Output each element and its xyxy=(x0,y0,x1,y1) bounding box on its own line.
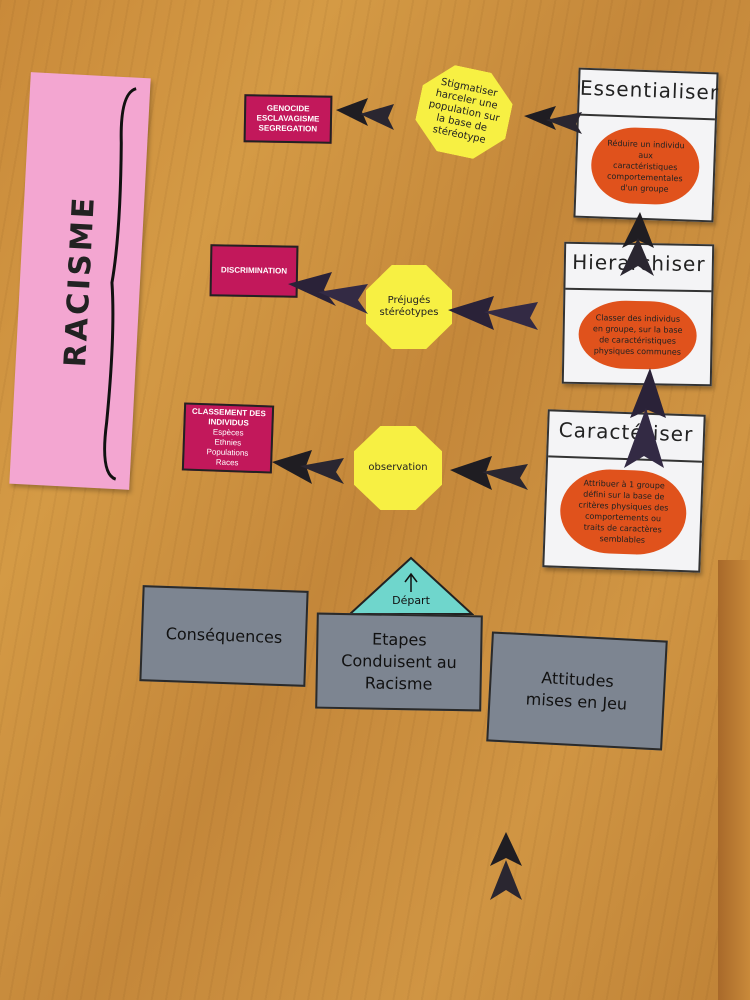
classement-title: CLASSEMENT DES INDIVIDUS xyxy=(191,406,266,428)
essentialiser-card: Essentialiser Réduire un individu aux ca… xyxy=(573,67,720,223)
classement-label: CLASSEMENT DES INDIVIDUS Espèces Ethnies… xyxy=(181,402,275,474)
essentialiser-text: Réduire un individu aux caractéristiques… xyxy=(589,126,701,206)
attitudes-card: Attitudes mises en Jeu xyxy=(486,631,668,751)
classement-item: Races xyxy=(215,457,239,468)
discrimination-label: DISCRIMINATION xyxy=(209,244,299,298)
discrimination-text: DISCRIMINATION xyxy=(220,265,288,276)
essentialiser-title: Essentialiser xyxy=(579,75,720,105)
arrow-left-icon xyxy=(336,98,394,130)
classement-item: Populations xyxy=(206,447,249,458)
arrow-up-icon xyxy=(624,368,666,468)
racisme-band: RACISME xyxy=(9,72,151,490)
arrow-left-icon xyxy=(450,456,528,490)
observation-octagon: observation xyxy=(354,426,442,510)
consequences-card: Conséquences xyxy=(139,585,309,687)
genocide-line-3: SEGREGATION xyxy=(258,123,318,134)
caracteriser-text: Attribuer à 1 groupe défini sur la base … xyxy=(558,467,688,557)
genocide-label: GENOCIDE ESCLAVAGISME SEGREGATION xyxy=(243,94,333,144)
depart-label: Départ xyxy=(392,594,430,607)
etapes-card: Etapes Conduisent au Racisme xyxy=(315,612,483,712)
prejuges-text: Préjugés stéréotypes xyxy=(379,295,439,318)
card-divider xyxy=(565,287,712,293)
racisme-label: RACISME xyxy=(58,193,102,369)
arrow-up-icon xyxy=(620,212,654,276)
arrow-left-icon xyxy=(288,272,368,314)
arrow-up-icon xyxy=(490,832,522,900)
card-divider xyxy=(578,113,715,121)
observation-text: observation xyxy=(368,462,428,473)
arrow-left-icon xyxy=(448,296,538,330)
hierarchiser-text: Classer des individus en groupe, sur la … xyxy=(578,299,698,371)
arrow-left-icon xyxy=(524,106,582,134)
prejuges-octagon: Préjugés stéréotypes xyxy=(366,265,452,349)
depart-triangle xyxy=(348,556,474,615)
board-edge xyxy=(718,560,750,1000)
arrow-left-icon xyxy=(272,450,344,484)
brace-icon xyxy=(103,87,137,481)
